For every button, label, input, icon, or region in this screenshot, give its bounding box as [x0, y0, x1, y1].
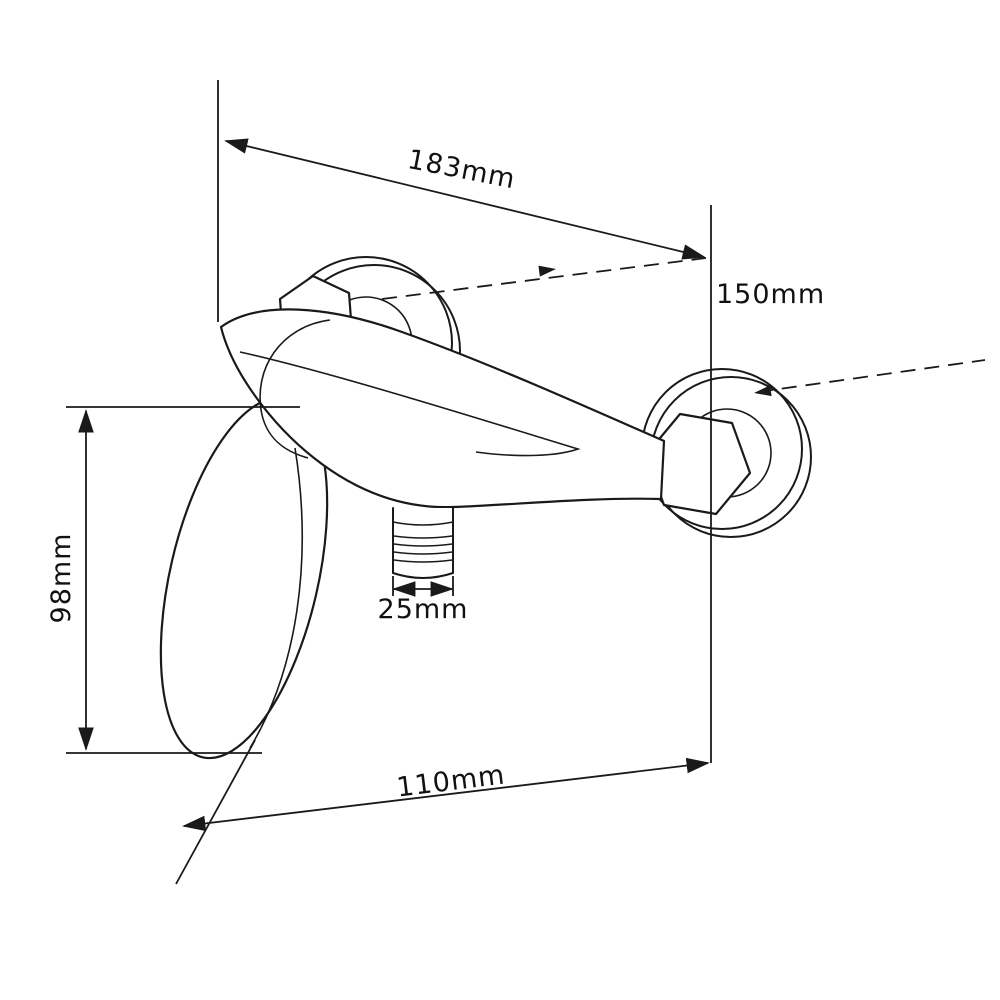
centerline-left [381, 257, 707, 300]
outlet-bottom-arc [392, 572, 454, 579]
lever-seam-line [239, 351, 581, 457]
dimension-line [224, 138, 706, 260]
dimension-label-25: 25mm [378, 594, 469, 625]
centerline-arrowhead [538, 265, 556, 277]
thread-line [393, 535, 453, 539]
thread-line [393, 551, 453, 555]
centerline-arrowhead [754, 385, 772, 397]
handle-edge-line [249, 447, 303, 749]
dimension-183: 183mm [224, 138, 706, 260]
wall-flange-right [641, 368, 812, 538]
centerlines [381, 257, 986, 397]
dimension-150: 150mm [716, 279, 825, 310]
outlet-connector [392, 507, 454, 579]
pivot-cap-arc [259, 319, 331, 459]
dimension-label-110: 110mm [395, 760, 507, 804]
handle-lever [159, 396, 329, 760]
thread-line [393, 543, 453, 547]
dimension-label-150: 150mm [716, 279, 825, 310]
dimension-98: 98mm [46, 409, 94, 751]
outlet-fill [393, 508, 453, 573]
dimension-110: 110mm [182, 757, 710, 832]
outlet-collar-line [392, 521, 454, 526]
dimension-line [182, 757, 710, 832]
faucet-body [219, 308, 666, 509]
dimension-label-183: 183mm [405, 144, 518, 195]
extension-line-bottom-left [175, 739, 256, 885]
dimension-25: 25mm [378, 581, 469, 625]
centerline-right [757, 359, 986, 393]
thread-line [393, 559, 453, 563]
dimension-label-98: 98mm [46, 533, 77, 624]
